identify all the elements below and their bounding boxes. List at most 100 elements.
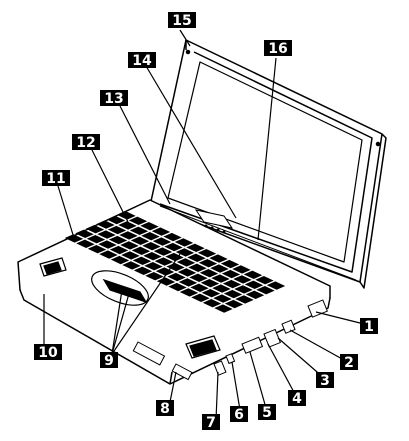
key bbox=[197, 249, 217, 258]
key bbox=[99, 250, 118, 259]
key bbox=[220, 259, 240, 269]
callout-11-label: 11 bbox=[46, 171, 65, 187]
key bbox=[199, 269, 219, 278]
key bbox=[165, 252, 184, 262]
key bbox=[76, 239, 95, 248]
key bbox=[155, 267, 175, 276]
callout-7: 7 bbox=[202, 414, 220, 431]
key bbox=[119, 231, 138, 240]
key bbox=[163, 232, 182, 242]
key bbox=[256, 286, 275, 295]
callout-11: 11 bbox=[42, 170, 70, 187]
key bbox=[177, 268, 197, 277]
key bbox=[186, 243, 205, 252]
key bbox=[164, 242, 183, 252]
callout-15-label: 15 bbox=[172, 13, 191, 29]
callout-6-label: 6 bbox=[234, 407, 244, 423]
key bbox=[141, 232, 160, 241]
key bbox=[234, 285, 253, 294]
palm-rest bbox=[39, 257, 221, 359]
key bbox=[223, 289, 243, 299]
key bbox=[213, 294, 232, 303]
key bbox=[190, 283, 209, 292]
key bbox=[121, 251, 140, 260]
key bbox=[87, 245, 107, 254]
callout-16: 16 bbox=[264, 40, 292, 57]
key bbox=[179, 288, 199, 297]
key bbox=[152, 237, 172, 246]
key bbox=[85, 225, 105, 234]
key bbox=[200, 279, 220, 288]
key bbox=[118, 221, 137, 230]
key bbox=[191, 293, 210, 302]
callout-4: 4 bbox=[288, 390, 306, 407]
key bbox=[129, 226, 149, 235]
key bbox=[133, 266, 153, 275]
key bbox=[168, 282, 187, 292]
key bbox=[140, 222, 159, 231]
key bbox=[174, 238, 194, 247]
callout-4-label: 4 bbox=[292, 391, 302, 407]
callout-13: 13 bbox=[100, 90, 128, 107]
key bbox=[96, 220, 115, 229]
key bbox=[75, 229, 94, 238]
key bbox=[198, 259, 218, 268]
key bbox=[151, 227, 171, 236]
key bbox=[211, 274, 230, 283]
key bbox=[214, 304, 233, 313]
callout-15: 15 bbox=[168, 12, 196, 29]
key bbox=[154, 257, 174, 266]
screen bbox=[167, 61, 363, 263]
key bbox=[187, 253, 206, 262]
touchpad bbox=[102, 278, 148, 304]
status-strip bbox=[159, 205, 357, 281]
key bbox=[255, 276, 274, 285]
key bbox=[235, 295, 254, 304]
callout-10-label: 10 bbox=[38, 345, 58, 361]
key bbox=[130, 236, 150, 245]
key bbox=[244, 280, 264, 289]
key bbox=[131, 246, 151, 255]
callout-1-label: 1 bbox=[364, 319, 374, 335]
key bbox=[222, 279, 242, 289]
key bbox=[224, 299, 244, 309]
key bbox=[221, 269, 241, 279]
callout-3: 3 bbox=[316, 372, 334, 389]
callout-5-label: 5 bbox=[262, 405, 272, 421]
key bbox=[108, 235, 128, 245]
callout-14: 14 bbox=[128, 52, 156, 69]
callout-9: 9 bbox=[100, 352, 118, 369]
callout-16-label: 16 bbox=[268, 41, 287, 57]
key bbox=[110, 255, 130, 265]
key bbox=[178, 278, 198, 287]
key bbox=[175, 248, 195, 257]
callout-5: 5 bbox=[258, 404, 276, 421]
key bbox=[233, 275, 252, 284]
key bbox=[209, 254, 228, 263]
callout-8-label: 8 bbox=[160, 401, 170, 417]
key bbox=[128, 216, 148, 225]
callout-12: 12 bbox=[72, 134, 100, 151]
key bbox=[153, 247, 173, 256]
key bbox=[145, 272, 164, 281]
key bbox=[232, 265, 251, 274]
keyboard bbox=[64, 211, 286, 313]
key bbox=[176, 258, 196, 267]
callout-10: 10 bbox=[34, 344, 62, 361]
key bbox=[243, 270, 263, 279]
key bbox=[107, 225, 127, 235]
callout-12-label: 12 bbox=[76, 135, 95, 151]
key bbox=[188, 263, 207, 272]
callout-7-label: 7 bbox=[206, 415, 216, 431]
key bbox=[132, 256, 152, 265]
key bbox=[189, 273, 208, 282]
leader-lines bbox=[43, 29, 365, 421]
key bbox=[120, 241, 139, 250]
key bbox=[106, 215, 126, 225]
key bbox=[109, 245, 129, 255]
key bbox=[86, 235, 106, 244]
callout-8: 8 bbox=[156, 400, 174, 417]
key bbox=[266, 281, 286, 290]
